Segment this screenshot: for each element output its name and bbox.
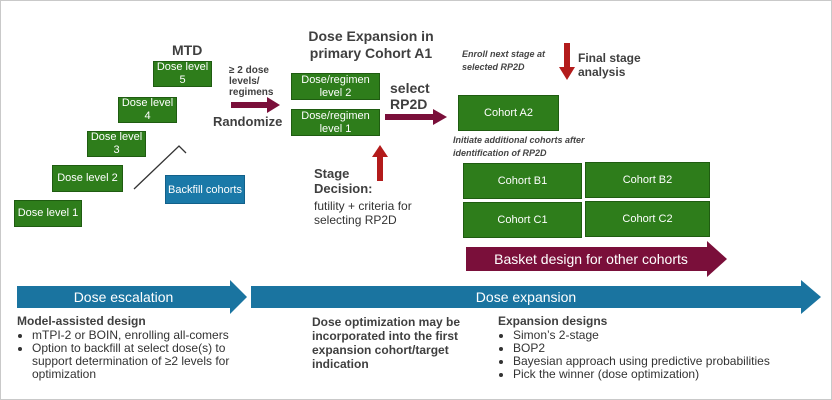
dose-level-4-box: Dose level 4 — [118, 97, 177, 123]
stage-decision-detail: futility + criteria for selecting RP2D — [314, 199, 412, 227]
dose-level-3-box: Dose level 3 — [87, 131, 146, 157]
regimen-level-1-box: Dose/regimen level 1 — [291, 109, 380, 136]
cohort-b2-text: Cohort B2 — [622, 173, 673, 186]
select-label: select — [390, 80, 430, 96]
rp2d-label: RP2D — [390, 96, 428, 112]
cohort-b2-box: Cohort B2 — [585, 162, 710, 198]
initiate-note: Initiate additional cohorts after identi… — [453, 135, 585, 158]
model-bullet: Option to backfill at select dose(s) to … — [32, 342, 247, 381]
model-design-title: Model-assisted design — [17, 314, 146, 328]
dose-level-2-box: Dose level 2 — [52, 165, 123, 192]
expansion-bullet: Bayesian approach using predictive proba… — [513, 355, 798, 368]
cohort-c2-text: Cohort C2 — [622, 212, 673, 225]
dose-level-1-box: Dose level 1 — [14, 200, 82, 227]
mtd-label: MTD — [172, 42, 203, 58]
enroll-note: Enroll next stage at selected RP2D — [462, 49, 546, 72]
cohort-b1-text: Cohort B1 — [497, 174, 548, 187]
basket-design-label: Basket design for other cohorts — [494, 251, 688, 267]
basket-design-arrow — [466, 241, 727, 277]
cohort-c1-text: Cohort C1 — [497, 213, 548, 226]
final-stage-arrow — [559, 43, 575, 80]
dose-expansion-label: Dose expansion — [475, 289, 577, 305]
dose-level-5-text: Dose level 5 — [156, 61, 209, 86]
cohort-a2-box: Cohort A2 — [458, 95, 559, 131]
dose-levels-arrow-label: ≥ 2 dose levels/ regimens — [229, 65, 274, 98]
stage-decision-title: Stage Decision: — [314, 166, 373, 196]
expansion-bullet: BOP2 — [513, 342, 798, 355]
final-stage-label: Final stage analysis — [578, 51, 641, 79]
dose-level-4-text: Dose level 4 — [121, 97, 174, 122]
expansion-designs-title: Expansion designs — [498, 314, 608, 328]
expansion-designs-section: Expansion designs Simon’s 2-stage BOP2 B… — [498, 314, 798, 381]
dose-escalation-label: Dose escalation — [73, 289, 174, 305]
randomize-label: Randomize — [213, 114, 283, 129]
regimen-level-2-box: Dose/regimen level 2 — [291, 73, 380, 100]
select-rp2d-arrow — [385, 109, 447, 125]
model-bullet: mTPI-2 or BOIN, enrolling all-comers — [32, 329, 247, 342]
cohort-a2-text: Cohort A2 — [484, 106, 533, 119]
stage-decision-arrow — [372, 145, 388, 181]
optimization-note: Dose optimization may be incorporated in… — [312, 315, 461, 371]
expansion-bullet: Simon’s 2-stage — [513, 329, 798, 342]
dose-expansion-arrow — [251, 280, 821, 314]
dose-level-2-text: Dose level 2 — [57, 172, 118, 184]
dose-escalation-arrow — [17, 280, 247, 314]
expansion-bullet: Pick the winner (dose optimization) — [513, 368, 798, 381]
dose-level-5-box: Dose level 5 — [153, 61, 212, 87]
model-design-list: mTPI-2 or BOIN, enrolling all-comers Opt… — [17, 329, 247, 381]
cohort-b1-box: Cohort B1 — [463, 163, 582, 199]
randomize-arrow — [231, 97, 280, 113]
regimen-level-2-text: Dose/regimen level 2 — [301, 73, 370, 99]
cohort-c1-box: Cohort C1 — [463, 202, 582, 238]
backfill-bracket — [133, 145, 187, 190]
model-design-section: Model-assisted design mTPI-2 or BOIN, en… — [17, 314, 247, 381]
dose-level-3-text: Dose level 3 — [90, 131, 143, 156]
backfill-cohorts-box: Backfill cohorts — [165, 175, 245, 204]
dose-level-1-text: Dose level 1 — [17, 207, 79, 219]
regimen-level-1-text: Dose/regimen level 1 — [301, 109, 370, 135]
expansion-title: Dose Expansion in primary Cohort A1 — [308, 28, 434, 61]
cohort-c2-box: Cohort C2 — [585, 201, 710, 237]
backfill-cohorts-text: Backfill cohorts — [168, 183, 242, 196]
expansion-designs-list: Simon’s 2-stage BOP2 Bayesian approach u… — [498, 329, 798, 381]
